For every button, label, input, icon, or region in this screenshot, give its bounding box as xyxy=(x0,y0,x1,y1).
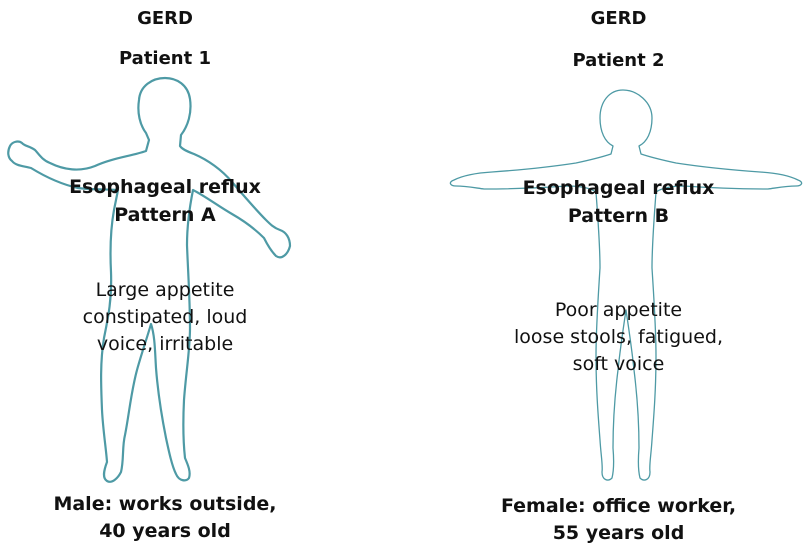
patient-label: Patient 1 xyxy=(0,48,330,69)
symptom-line: constipated, loud xyxy=(0,304,330,331)
male-body-outline xyxy=(0,0,330,550)
symptom-line: voice, irritable xyxy=(0,331,330,358)
patient-1-panel: GERD Patient 1 Esophageal reflux Pattern… xyxy=(0,0,330,550)
gerd-heading: GERD xyxy=(430,8,807,29)
description-line: Female: office worker, xyxy=(430,493,807,520)
description-line: 55 years old xyxy=(430,520,807,547)
gerd-heading: GERD xyxy=(0,8,330,29)
pattern-name: Pattern B xyxy=(430,202,807,230)
description-line: 40 years old xyxy=(0,518,330,545)
pattern-title: Esophageal reflux xyxy=(430,174,807,202)
symptom-line: soft voice xyxy=(430,351,807,378)
pattern-title: Esophageal reflux xyxy=(0,173,330,201)
symptom-line: Large appetite xyxy=(0,277,330,304)
patient-2-panel: GERD Patient 2 Esophageal reflux Pattern… xyxy=(430,0,807,550)
symptom-line: loose stools, fatigued, xyxy=(430,324,807,351)
symptoms-text: Poor appetite loose stools, fatigued, so… xyxy=(430,297,807,378)
symptoms-text: Large appetite constipated, loud voice, … xyxy=(0,277,330,358)
description-line: Male: works outside, xyxy=(0,491,330,518)
pattern-name: Pattern A xyxy=(0,201,330,229)
female-body-outline xyxy=(430,0,807,550)
pattern-label: Esophageal reflux Pattern A xyxy=(0,173,330,229)
pattern-label: Esophageal reflux Pattern B xyxy=(430,174,807,230)
patient-label: Patient 2 xyxy=(430,50,807,71)
symptom-line: Poor appetite xyxy=(430,297,807,324)
patient-description: Female: office worker, 55 years old xyxy=(430,493,807,547)
patient-description: Male: works outside, 40 years old xyxy=(0,491,330,545)
